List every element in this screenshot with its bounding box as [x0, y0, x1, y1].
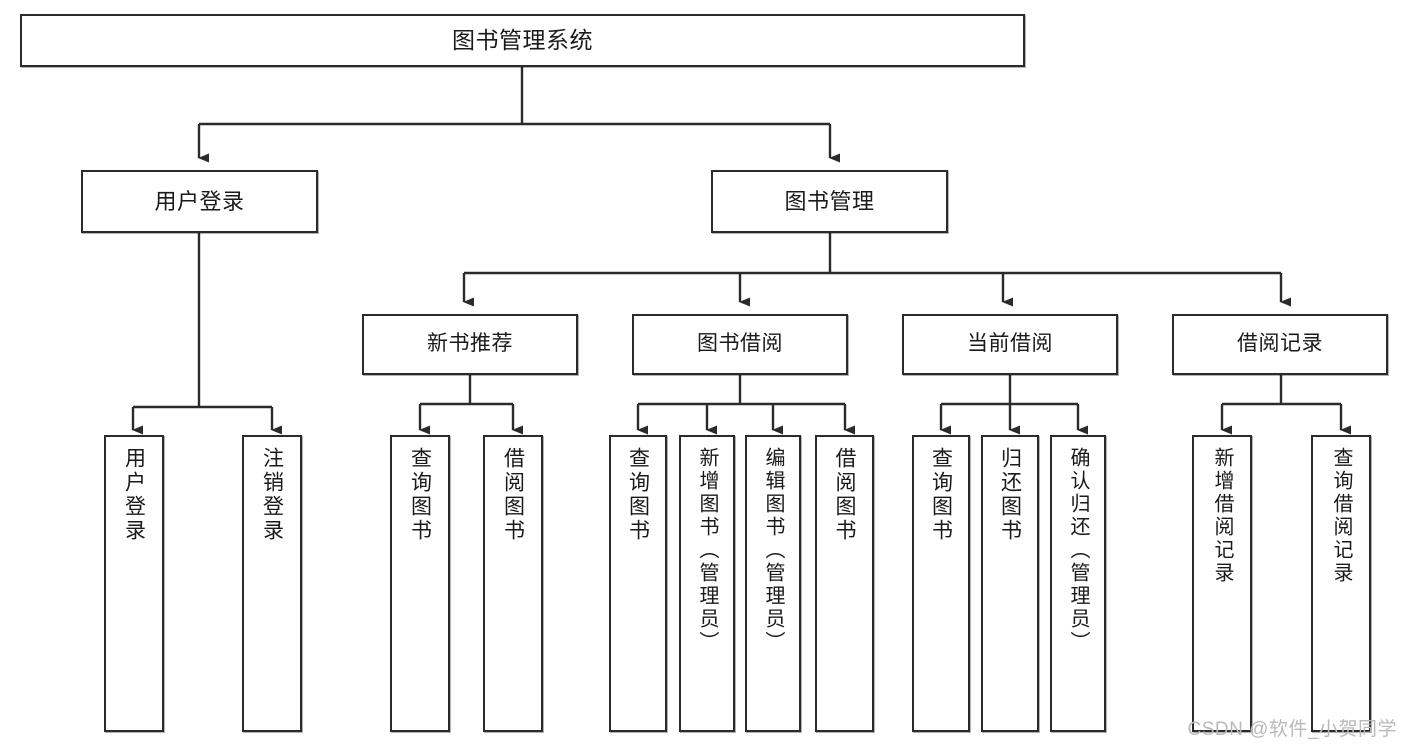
node-leaf-query-borrow-record[interactable]: 查询借阅记录: [1311, 435, 1371, 732]
node-label: 图书借阅: [697, 332, 783, 356]
node-label: 新增借阅记录: [1211, 447, 1233, 585]
node-label: 当前借阅: [967, 332, 1053, 356]
node-leaf-add-borrow-record[interactable]: 新增借阅记录: [1192, 435, 1252, 732]
node-book-management[interactable]: 图书管理: [711, 170, 948, 233]
node-leaf-borrow-book-borrow[interactable]: 借阅图书: [815, 435, 874, 732]
node-label: 查询图书: [408, 447, 432, 543]
node-label: 借阅记录: [1237, 332, 1323, 356]
node-label: 借阅图书: [501, 447, 525, 543]
node-label: 查询图书: [929, 447, 953, 543]
node-leaf-add-book-admin[interactable]: 新增图书（管理员）: [679, 435, 735, 732]
node-label: 新增图书（管理员）: [696, 447, 718, 654]
node-leaf-query-book-recommend[interactable]: 查询图书: [390, 435, 450, 732]
node-leaf-user-login[interactable]: 用户登录: [104, 435, 164, 732]
node-book-borrow[interactable]: 图书借阅: [632, 314, 848, 375]
node-label: 图书管理系统: [452, 27, 593, 54]
node-label: 查询借阅记录: [1330, 447, 1352, 585]
watermark: CSDN @软件_小贺同学: [1187, 719, 1397, 740]
node-label: 注销登录: [260, 447, 284, 543]
node-label: 借阅图书: [833, 447, 856, 543]
node-leaf-edit-book-admin[interactable]: 编辑图书（管理员）: [745, 435, 801, 732]
node-label: 确认归还（管理员）: [1067, 447, 1089, 654]
node-label: 新书推荐: [427, 332, 513, 356]
node-leaf-query-book-current[interactable]: 查询图书: [912, 435, 970, 732]
node-label: 图书管理: [784, 188, 875, 214]
node-leaf-borrow-book-recommend[interactable]: 借阅图书: [483, 435, 543, 732]
node-current-borrow[interactable]: 当前借阅: [902, 314, 1118, 375]
node-user-login[interactable]: 用户登录: [81, 170, 318, 233]
node-label: 查询图书: [626, 447, 650, 543]
node-leaf-return-book[interactable]: 归还图书: [981, 435, 1039, 732]
node-label: 编辑图书（管理员）: [762, 447, 784, 654]
node-leaf-query-book-borrow[interactable]: 查询图书: [609, 435, 667, 732]
node-new-book-recommend[interactable]: 新书推荐: [362, 314, 578, 375]
node-leaf-logout[interactable]: 注销登录: [242, 435, 302, 732]
node-label: 归还图书: [998, 447, 1022, 543]
node-label: 用户登录: [122, 447, 146, 543]
node-leaf-confirm-return-admin[interactable]: 确认归还（管理员）: [1050, 435, 1106, 732]
node-borrow-record[interactable]: 借阅记录: [1172, 314, 1388, 375]
node-root-book-management-system[interactable]: 图书管理系统: [20, 14, 1025, 67]
node-label: 用户登录: [154, 188, 245, 214]
